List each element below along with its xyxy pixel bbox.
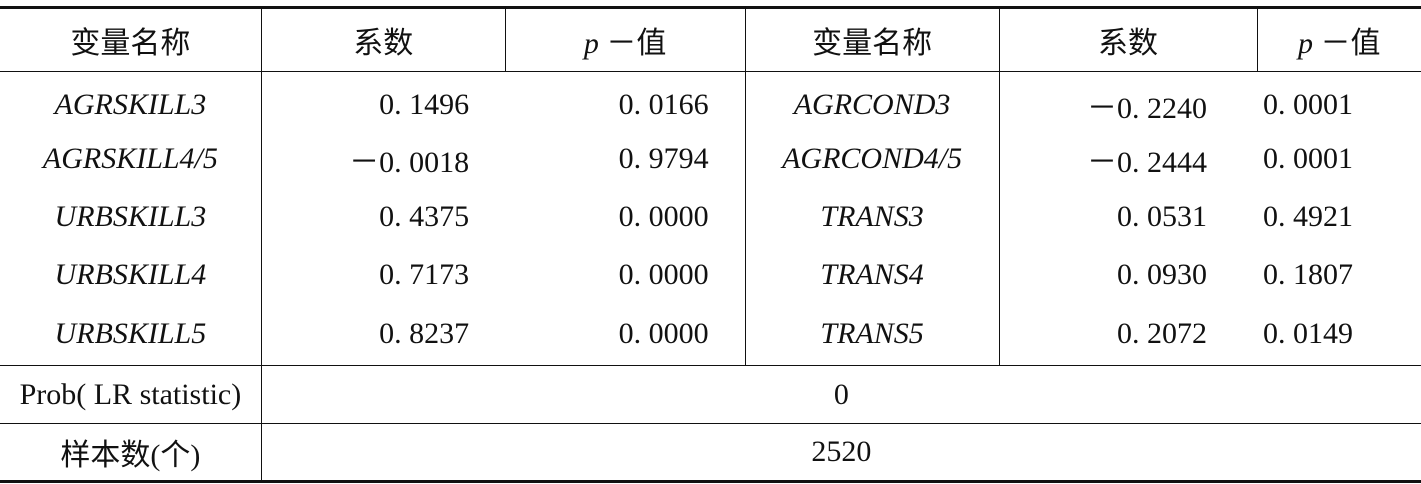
- summary-value: 2520: [811, 435, 872, 468]
- variable-name: URBSKILL3: [0, 187, 262, 246]
- summary-label: 样本数(个): [0, 423, 262, 482]
- variable-name: TRANS5: [745, 303, 1000, 366]
- table-row: URBSKILL3 0. 4375 0. 0000 TRANS3 0. 0531…: [0, 187, 1421, 246]
- variable-name: TRANS4: [745, 245, 1000, 304]
- header-coefficient-1: 系数: [261, 7, 506, 72]
- coefficient: －0. 0018: [349, 145, 470, 179]
- header-variable-name-1: 变量名称: [0, 7, 262, 72]
- coefficient: 0. 2072: [1117, 317, 1207, 351]
- header-row: 变量名称 系数 p －值 变量名称 系数 p －值: [0, 7, 1421, 72]
- coefficient: －0. 2444: [1087, 145, 1207, 179]
- p-value: 0. 0000: [505, 245, 746, 304]
- header-variable-name-2: 变量名称: [745, 7, 1000, 72]
- p-value: 0. 0001: [1263, 141, 1353, 175]
- p-value: 0. 0001: [1263, 87, 1353, 121]
- p-value-suffix: －值: [598, 27, 667, 60]
- variable-name: AGRCOND3: [745, 71, 1000, 130]
- summary-value: 0: [833, 377, 849, 411]
- coefficient: －0. 2240: [1087, 91, 1207, 125]
- coefficient: 0. 4375: [379, 199, 470, 233]
- coefficient: 0. 0930: [1117, 257, 1207, 291]
- summary-row-sample-size: 样本数(个) 2520: [0, 423, 1421, 482]
- variable-name: TRANS3: [745, 187, 1000, 246]
- p-value: 0. 0149: [1263, 317, 1353, 351]
- table-row: AGRSKILL4/5 －0. 0018 0. 9794 AGRCOND4/5 …: [0, 129, 1421, 188]
- p-symbol: p: [1298, 27, 1313, 60]
- summary-label: Prob( LR statistic): [0, 365, 262, 424]
- header-coefficient-2: 系数: [999, 7, 1258, 72]
- variable-name: URBSKILL5: [0, 303, 262, 366]
- coefficient: 0. 7173: [379, 257, 470, 291]
- p-value: 0. 1807: [1263, 257, 1353, 291]
- coefficient: 0. 8237: [379, 317, 470, 351]
- header-p-value-1: p －值: [505, 7, 746, 72]
- p-value: 0. 9794: [505, 129, 746, 188]
- table-row: AGRSKILL3 0. 1496 0. 0166 AGRCOND3 －0. 2…: [0, 71, 1421, 130]
- variable-name: URBSKILL4: [0, 245, 262, 304]
- coefficient: 0. 1496: [379, 87, 470, 121]
- p-value-suffix: －值: [1313, 27, 1381, 60]
- p-value: 0. 0000: [505, 303, 746, 366]
- table-row: URBSKILL5 0. 8237 0. 0000 TRANS5 0. 2072…: [0, 303, 1421, 366]
- variable-name: AGRCOND4/5: [745, 129, 1000, 188]
- coefficient: 0. 0531: [1117, 199, 1207, 233]
- p-value: 0. 0000: [505, 187, 746, 246]
- p-value: 0. 0166: [505, 71, 746, 130]
- table-row: URBSKILL4 0. 7173 0. 0000 TRANS4 0. 0930…: [0, 245, 1421, 304]
- summary-row-prob: Prob( LR statistic) 0: [0, 365, 1421, 424]
- variable-name: AGRSKILL4/5: [0, 129, 262, 188]
- p-value: 0. 4921: [1263, 199, 1353, 233]
- header-p-value-2: p －值: [1257, 8, 1421, 72]
- regression-results-table: 变量名称 系数 p －值 变量名称 系数 p －值 AGRSKILL3 0. 1…: [0, 6, 1421, 483]
- variable-name: AGRSKILL3: [0, 71, 262, 130]
- p-symbol: p: [583, 27, 599, 60]
